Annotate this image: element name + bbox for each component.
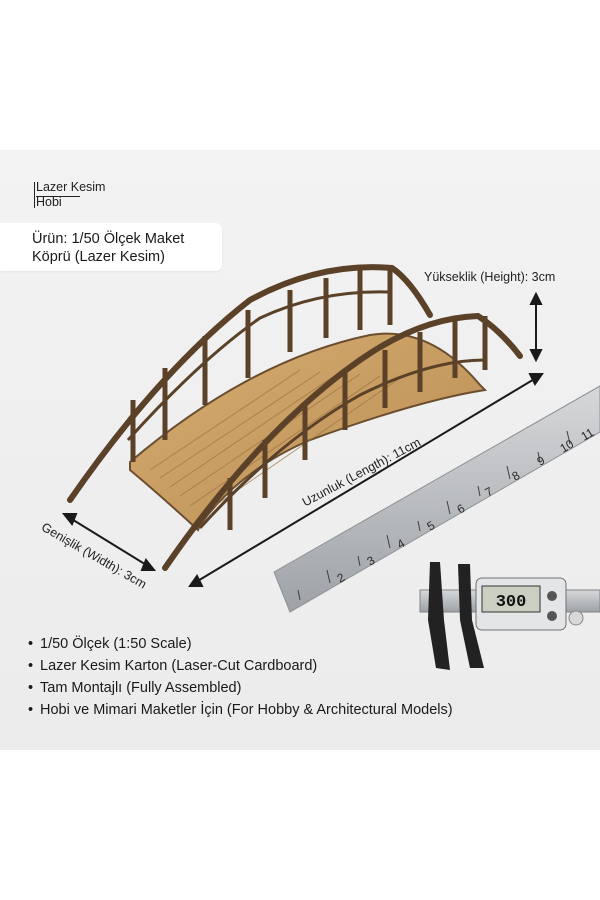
brand-line-2: Hobi xyxy=(36,195,62,209)
logo-bracket xyxy=(34,182,35,208)
product-line-2: Köprü (Lazer Kesim) xyxy=(32,249,165,265)
brand-line-1: Lazer Kesim xyxy=(36,180,106,194)
caliper-reading: 300 xyxy=(496,593,527,612)
bullet-icon: • xyxy=(28,636,34,652)
ruler-tick-label: 10 xyxy=(558,437,577,456)
feature-text: Tam Montajlı (Fully Assembled) xyxy=(40,680,242,696)
steel-ruler: 2 3 4 5 6 7 8 9 10 11 xyxy=(273,385,600,613)
product-label: Ürün: 1/50 Ölçek Maket Köprü (Lazer Kesi… xyxy=(0,223,222,271)
brand-logo: Lazer Kesim Hobi xyxy=(34,180,126,210)
product-line-1: Ürün: 1/50 Ölçek Maket xyxy=(32,231,185,247)
feature-item: • Hobi ve Mimari Maketler İçin (For Hobby… xyxy=(28,699,588,721)
feature-item: • Lazer Kesim Karton (Laser-Cut Cardboard… xyxy=(28,655,588,677)
logo-divider xyxy=(36,196,80,197)
feature-item: • 1/50 Ölçek (1:50 Scale) xyxy=(28,633,588,655)
digital-caliper: 300 xyxy=(419,562,600,670)
height-label: Yükseklik (Height): 3cm xyxy=(424,270,556,284)
bullet-icon: • xyxy=(28,702,34,718)
feature-list: • 1/50 Ölçek (1:50 Scale) • Lazer Kesim Ka… xyxy=(28,633,588,721)
dimension-arrows xyxy=(61,291,544,587)
feature-text: 1/50 Ölçek (1:50 Scale) xyxy=(40,636,192,652)
bridge-model xyxy=(67,264,523,571)
feature-item: • Tam Montajlı (Fully Assembled) xyxy=(28,677,588,699)
feature-text: Hobi ve Mimari Maketler İçin (For Hobby … xyxy=(40,702,453,718)
bullet-icon: • xyxy=(28,680,34,696)
bullet-icon: • xyxy=(28,658,34,674)
feature-text: Lazer Kesim Karton (Laser-Cut Cardboard) xyxy=(40,658,318,674)
